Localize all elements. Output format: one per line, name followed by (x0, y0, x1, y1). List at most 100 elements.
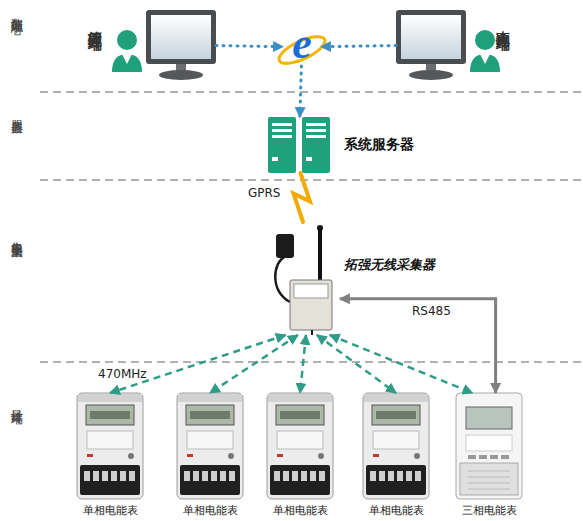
node-art (177, 393, 243, 499)
power-adapter (276, 234, 294, 258)
terminal-hole (415, 471, 421, 481)
node-graphic (267, 393, 333, 499)
collector-node: 拓强无线采集器 (272, 222, 340, 335)
meter-lcd (276, 405, 324, 425)
connector-label: GPRS (248, 186, 281, 200)
server-led (306, 157, 312, 161)
blue-connector (300, 66, 302, 117)
server-bay (306, 135, 326, 138)
meter-plate (373, 431, 419, 449)
terminal-block (180, 465, 240, 495)
terminal-hole (193, 471, 199, 481)
terminal-hole (102, 471, 108, 481)
terminal-hole (220, 471, 226, 481)
meter1-node: 单相电能表 (77, 393, 143, 499)
collector-box (290, 280, 332, 330)
meter-button (128, 453, 134, 459)
server-bay (272, 135, 292, 138)
meter-lcd (466, 407, 512, 429)
terminal-hole (211, 471, 217, 481)
person-collar (480, 54, 490, 64)
node-graphic (112, 10, 216, 80)
layer-label: 集中器采集层 (8, 232, 25, 238)
meter-led (87, 454, 93, 457)
node-label: 单相电能表 (165, 503, 255, 518)
terminal-hole (184, 471, 190, 481)
blue-connector (216, 46, 283, 47)
terminal-block (366, 465, 426, 495)
terminal-hole (283, 471, 289, 481)
gray-connector (340, 299, 496, 393)
meter-button (414, 453, 420, 459)
antenna-tip (317, 225, 323, 231)
antenna-rod (318, 228, 322, 280)
meter-case (177, 393, 243, 499)
meter-cap (78, 394, 142, 402)
node-label: 三相电能表 (444, 503, 534, 518)
meter-led (373, 454, 379, 457)
layer-divider (40, 361, 583, 363)
layer-label: 服务器层 (8, 110, 25, 114)
blue-connector (321, 46, 396, 47)
person-head (117, 30, 137, 50)
green-connector (110, 335, 286, 393)
node-label: 单相电能表 (255, 503, 345, 518)
server-tower (302, 117, 330, 173)
server-node: 系统服务器 (268, 117, 330, 173)
pc-node: 查询终端 (396, 10, 466, 80)
node-label: 单相电能表 (65, 503, 155, 518)
node-label: 管理终端 (86, 20, 104, 28)
server-led (272, 157, 278, 161)
meter-plate (87, 431, 133, 449)
meter-led (277, 454, 283, 457)
monitor-base (159, 70, 203, 80)
terminal-hole (397, 471, 403, 481)
node-graphic (456, 393, 522, 499)
monitor-screen (151, 15, 211, 59)
node-art (268, 117, 330, 173)
green-connector (317, 335, 396, 393)
cover-vent (468, 483, 510, 484)
node-art (272, 222, 340, 335)
node-art (267, 393, 333, 499)
cover-vent (468, 489, 510, 490)
terminal-hole (388, 471, 394, 481)
terminal-hole (379, 471, 385, 481)
person-body (112, 54, 142, 72)
meter-case (267, 393, 333, 499)
terminal-hole (129, 471, 135, 481)
meter1-node: 单相电能表 (267, 393, 333, 499)
node-graphic (396, 10, 500, 80)
ie-node: e (283, 28, 321, 66)
power-cable (275, 256, 290, 302)
terminal-hole (370, 471, 376, 481)
meter3-node: 三相电能表 (456, 393, 522, 499)
terminal-hole (292, 471, 298, 481)
terminal-block (270, 465, 330, 495)
node-art (363, 393, 429, 499)
monitor-frame (396, 10, 466, 64)
node-art (146, 10, 216, 80)
meter-lcd (372, 405, 420, 425)
monitor-screen (401, 15, 461, 59)
terminal-hole (301, 471, 307, 481)
terminal-hole (406, 471, 412, 481)
meter-plate (277, 431, 323, 449)
terminal-hole (229, 471, 235, 481)
meter-button (318, 453, 324, 459)
layer-divider (40, 91, 583, 93)
meter-plate (466, 435, 512, 451)
terminal-hole (274, 471, 280, 481)
meter-cap (268, 394, 332, 402)
meter-case (77, 393, 143, 499)
terminal-hole (111, 471, 117, 481)
signal-cable (311, 330, 313, 335)
node-label: 拓强无线采集器 (344, 256, 435, 274)
green-connector (330, 335, 473, 393)
terminal-hole (310, 471, 316, 481)
node-graphic (268, 117, 330, 173)
meter-lcd (186, 405, 234, 425)
meter1-node: 单相电能表 (363, 393, 429, 499)
node-art (77, 393, 143, 499)
